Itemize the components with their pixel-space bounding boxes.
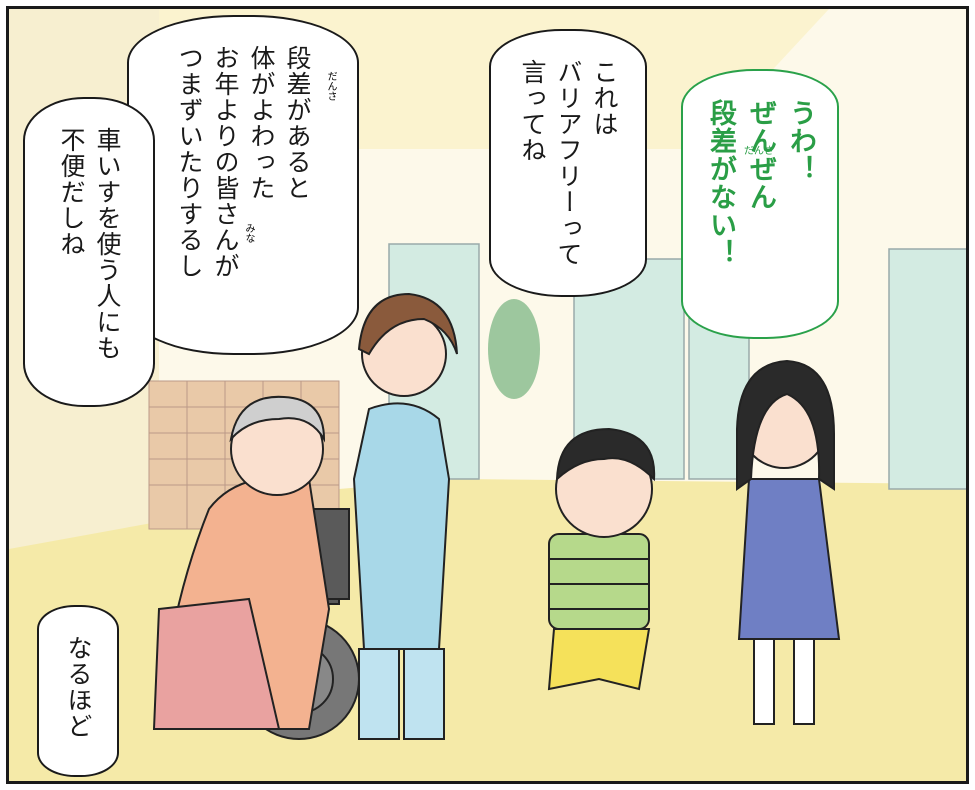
grandma-steps-line-2: 体がよわった <box>247 45 276 201</box>
girl-line-1: うわ！ <box>785 99 816 183</box>
grandma-steps-line-3: お年よりの皆さんが <box>211 45 240 279</box>
grandma <box>152 395 331 730</box>
plant <box>488 299 540 399</box>
speech-bubble-grandma-steps: 段差があると 体がよわった お年よりの皆さんが つまずいたりするし <box>127 15 359 355</box>
furigana-dansa-2: だんさ <box>325 71 336 101</box>
grandma-steps-line-1: 段差があると <box>283 45 312 201</box>
comic-panel: うわ！ ぜんぜん 段差がない！ これは バリアフリーって 言ってね 段差があると… <box>6 6 969 784</box>
furigana-dansa-1: だんさ <box>744 146 774 157</box>
caregiver <box>352 292 458 740</box>
speech-bubble-boy: なるほど <box>37 605 119 777</box>
speech-bubble-grandma-wheelchair: 車いすを使う人にも 不便だしね <box>23 97 155 407</box>
caregiver-line-2: バリアフリーって <box>554 59 583 267</box>
grandma-wheelchair-line-2: 不便だしね <box>57 127 86 257</box>
speech-bubble-caregiver: これは バリアフリーって 言ってね <box>489 29 647 297</box>
speech-bubble-girl: うわ！ ぜんぜん 段差がない！ <box>681 69 839 339</box>
caregiver-line-3: 言ってね <box>518 59 547 163</box>
girl-line-2: ぜんぜん <box>745 99 776 211</box>
caregiver-line-1: これは <box>590 59 619 137</box>
furigana-mina: みな <box>243 223 254 243</box>
boy <box>547 427 656 691</box>
grandma-wheelchair-line-1: 車いすを使う人にも <box>93 127 122 361</box>
boy-line-1: なるほど <box>64 635 93 739</box>
girl <box>736 359 841 725</box>
girl-line-3: 段差がない！ <box>705 99 736 267</box>
grandma-steps-line-4: つまずいたりするし <box>175 45 204 279</box>
